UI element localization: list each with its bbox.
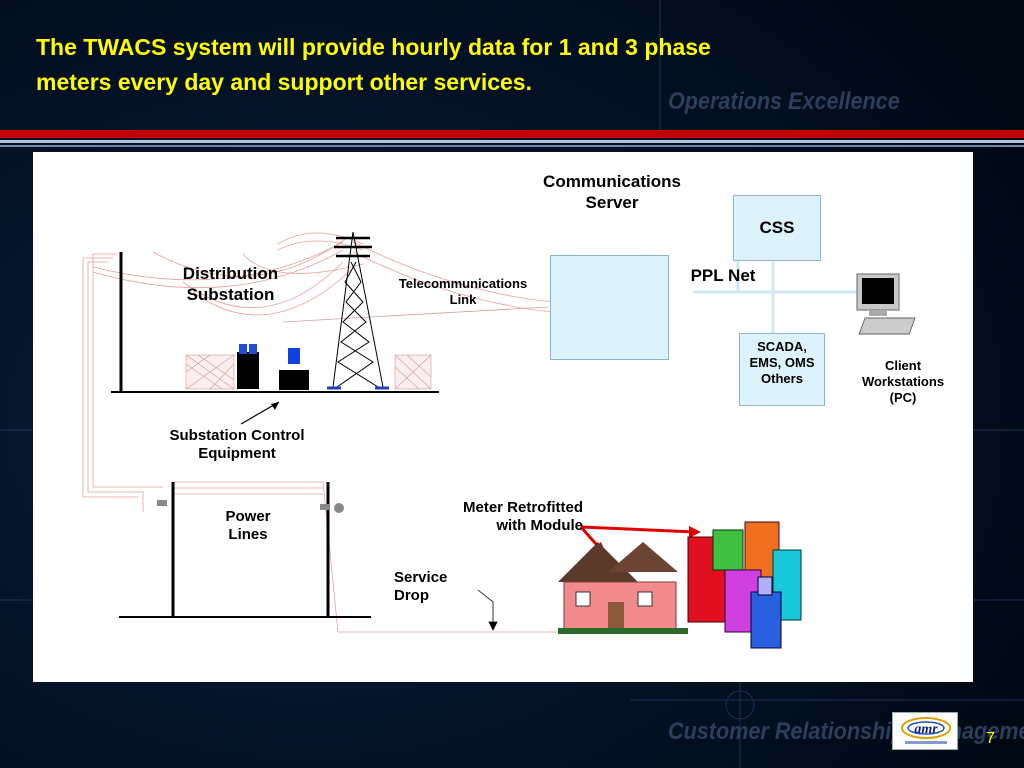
- watermark-bottom-left: Customer Relationship: [668, 718, 905, 745]
- scada-box: [739, 333, 825, 406]
- css-label: CSS: [759, 218, 795, 237]
- substation-fence-left: [185, 354, 235, 390]
- scada-label: SCADA, EMS, OMS Others: [749, 339, 815, 386]
- buildings-illustration: [687, 521, 802, 649]
- page-number: 7: [986, 730, 995, 747]
- diagram-panel: CSS SCADA, EMS, OMS Others Communication…: [33, 152, 973, 682]
- communications-server-label: Communications Server: [543, 172, 681, 212]
- comm-server-box: [550, 255, 669, 360]
- amr-logo-text: amr: [914, 722, 938, 737]
- title-line-1: The TWACS system will provide hourly dat…: [36, 34, 711, 60]
- client-computer: [856, 273, 916, 335]
- substation-fence-right: [394, 354, 432, 390]
- ppl-net-lines: [693, 257, 883, 337]
- pole-insulators: [157, 500, 344, 513]
- transmission-tower: [327, 231, 389, 390]
- amr-logo: amr: [892, 712, 958, 750]
- diagram-graphics: [82, 231, 916, 649]
- amr-logo-graphic: amr: [901, 717, 951, 744]
- telecom-link-label: Telecommunications Link: [398, 276, 528, 307]
- title-line-2: meters every day and support other servi…: [36, 69, 532, 95]
- service-drop-label: Service Drop: [394, 569, 448, 605]
- title-rule-blue-thin: [0, 145, 1024, 147]
- hv-wires: [92, 232, 554, 316]
- slide-title: The TWACS system will provide hourly dat…: [36, 30, 936, 100]
- client-workstations-label: Client Workstations (PC): [861, 358, 945, 405]
- css-box: [733, 195, 821, 261]
- control-arrow: [240, 401, 280, 425]
- title-rule-blue: [0, 140, 1024, 143]
- watermark-bottom: Customer RelationshipManagement: [668, 718, 1024, 746]
- power-lines-label: Power Lines: [225, 508, 271, 544]
- ppl-net-label: PPL Net: [690, 266, 756, 285]
- control-equipment: [279, 348, 309, 390]
- meter-retrofitted-label: Meter Retrofitted with Module: [462, 499, 583, 535]
- power-line-cables: [82, 253, 593, 633]
- watermark-top: Operations Excellence: [668, 88, 900, 115]
- telecom-link-line: [282, 306, 549, 323]
- house-illustration: [558, 542, 688, 634]
- substation-control-label: Substation Control Equipment: [169, 427, 305, 463]
- distribution-substation-label: Distribution Substation: [182, 264, 279, 304]
- arrow-head-buildings: [689, 526, 701, 538]
- title-rule-red: [0, 130, 1024, 138]
- transformer: [237, 344, 259, 389]
- service-drop-arrow: [477, 589, 498, 631]
